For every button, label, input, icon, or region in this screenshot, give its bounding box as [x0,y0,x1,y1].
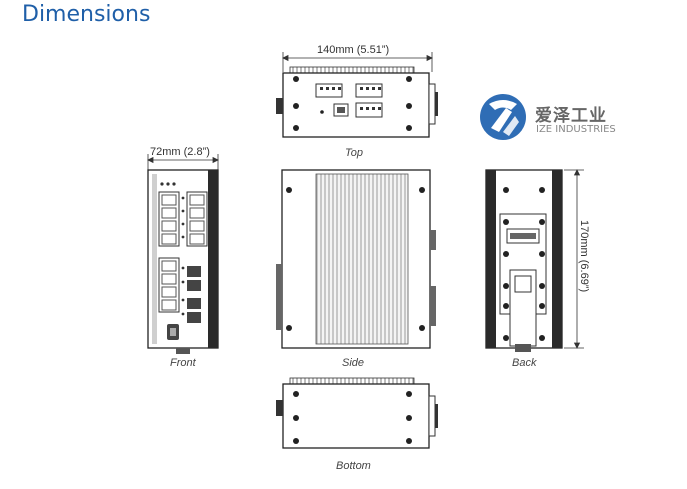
bottom-view-drawing [276,377,438,449]
bottom-view-label: Bottom [336,460,371,472]
page-title: Dimensions [22,2,151,27]
ize-logo-icon [480,94,526,140]
top-view-drawing [276,66,438,138]
logo-chinese-text: 爱泽工业 [535,106,607,126]
height-dimension-line [564,169,584,349]
top-view-label: Top [345,147,363,159]
depth-dimension-label: 72mm (2.8”) [150,146,210,158]
width-dimension-label: 140mm (5.51”) [317,44,390,56]
front-view-drawing [147,169,219,354]
side-view-label: Side [342,357,365,369]
front-view-label: Front [170,357,196,369]
depth-dimension-line [147,154,219,172]
logo-english-text: IZE INDUSTRIES [536,124,616,135]
back-view-drawing [485,169,563,352]
width-dimension-line [282,52,433,72]
side-view-drawing [276,169,436,349]
back-view-label: Back [512,357,537,369]
